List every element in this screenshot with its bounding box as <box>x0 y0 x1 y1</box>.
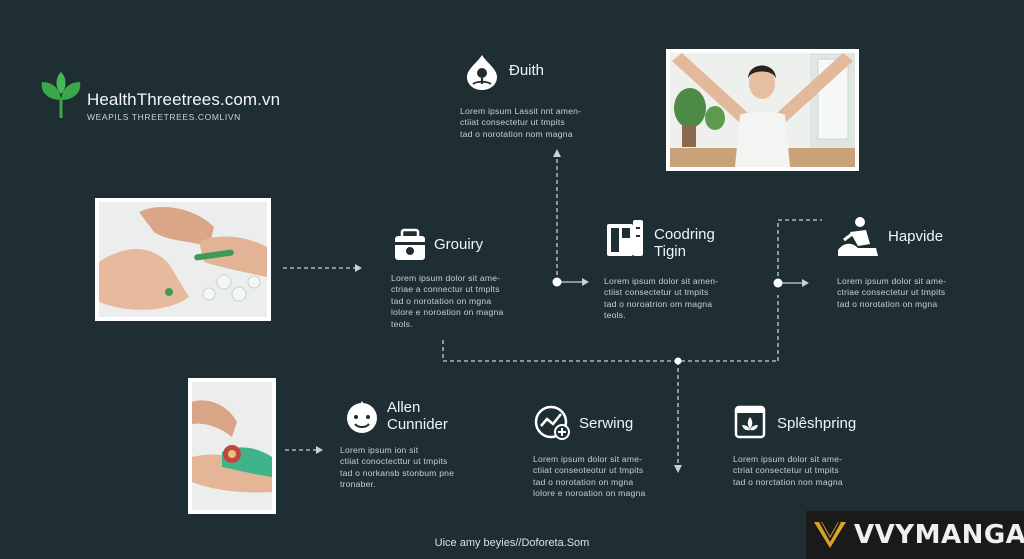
brand-title[interactable]: HealthThreetrees.com.vn <box>87 90 281 109</box>
lotus-box-icon <box>734 403 766 439</box>
watermark-text: VVYMANGA <box>854 520 1024 550</box>
woman-stretching-photo <box>666 49 859 171</box>
node-title-grouiry: Gr​ouiry <box>434 236 484 253</box>
node-title-allen: Allen Cunnider <box>387 399 448 433</box>
care-person-icon <box>836 216 880 258</box>
brand-logo-icon <box>38 70 84 120</box>
node-text-splespring: Lorem ipsum dolor sit ame- ctriat consec… <box>733 454 843 487</box>
watermark-badge: VVYMANGA <box>806 511 1024 559</box>
node-text-hapvide: Lorem ipsum dolor sit ame- ctriae consec… <box>837 276 947 309</box>
node-text-grouiry: Lorem ipsum dolor sit ame- ctriae a conn… <box>391 273 504 329</box>
node-text-allen: Lorem ipsum ion sit ctiiat conoctecttur … <box>340 445 455 490</box>
person-face-icon <box>343 398 381 436</box>
hand-tape-photo <box>188 378 276 514</box>
node-title-serwing: Serwing <box>579 415 634 432</box>
bag-icon <box>391 226 429 264</box>
node-title-duith: Đuith <box>509 62 545 79</box>
node-text-coodring: Lorem ipsum dolor sit amen- ctiist conse… <box>604 276 719 321</box>
footer-caption[interactable]: Uice amy beyies//Doforeta.Som <box>434 537 590 549</box>
chart-plus-icon <box>534 403 572 441</box>
watermark-logo-icon <box>812 518 848 552</box>
pin-drop-icon <box>463 53 501 91</box>
cabinet-icon <box>604 218 646 260</box>
brand-subtitle: WEAPILS THREETREES.COMLIVN <box>87 112 241 122</box>
node-title-coodring: Coodring Tigin <box>654 226 715 260</box>
node-title-splespring: Splêshpring <box>777 415 857 432</box>
hands-capsules-photo <box>95 198 271 321</box>
node-title-hapvide: Hapvide <box>888 228 944 245</box>
node-text-serwing: Lorem ipsum dolor sit ame- ctiiat conseo… <box>533 454 646 499</box>
node-text-duith: Lorem ipsum Lassit nnt amen- ctiiat cons… <box>460 106 582 139</box>
